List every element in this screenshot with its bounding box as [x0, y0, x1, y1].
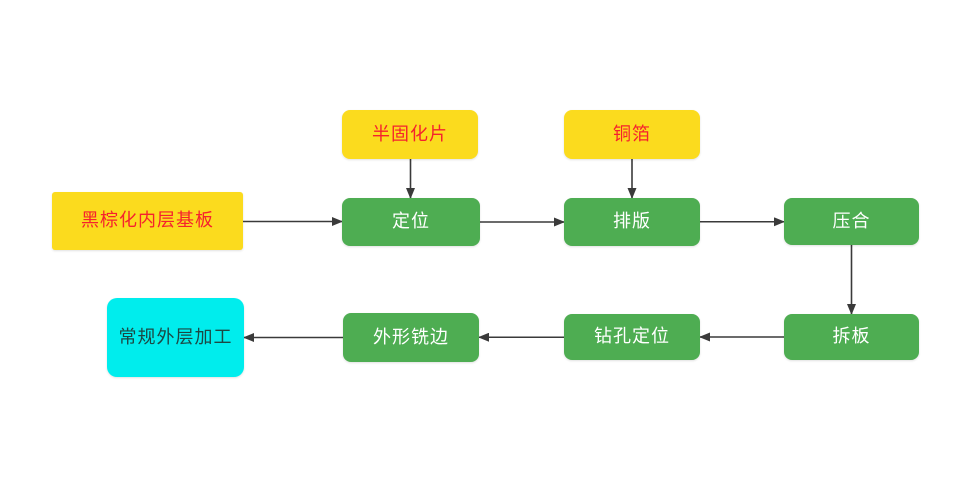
- flow-node-label: 常规外层加工: [118, 326, 233, 347]
- flow-node-label: 半固化片: [372, 123, 448, 144]
- flow-node-label: 铜箔: [613, 123, 651, 144]
- flow-node-browned-inner-layer: 黑棕化内层基板: [52, 192, 243, 250]
- flow-node-lamination: 压合: [784, 198, 919, 245]
- flow-edges: [243, 159, 856, 342]
- flow-node-prepreg: 半固化片: [342, 110, 478, 159]
- flow-node-label: 排版: [613, 211, 651, 232]
- flow-node-label: 钻孔定位: [594, 326, 670, 347]
- flow-node-label: 拆板: [832, 326, 871, 347]
- flow-node-copper-foil: 铜箔: [564, 110, 700, 159]
- flow-node-drilling-positioning: 钻孔定位: [564, 314, 700, 360]
- flow-node-panel-layup: 排版: [564, 198, 700, 246]
- flow-node-outer-layer-processing: 常规外层加工: [107, 298, 244, 377]
- flow-node-label: 压合: [832, 210, 871, 231]
- flow-node-depaneling: 拆板: [784, 314, 919, 360]
- flow-node-profile-milling: 外形铣边: [343, 313, 479, 362]
- flow-node-positioning: 定位: [342, 198, 480, 246]
- flow-node-label: 定位: [392, 211, 430, 232]
- flow-node-label: 黑棕化内层基板: [81, 210, 214, 231]
- flow-node-label: 外形铣边: [373, 326, 449, 347]
